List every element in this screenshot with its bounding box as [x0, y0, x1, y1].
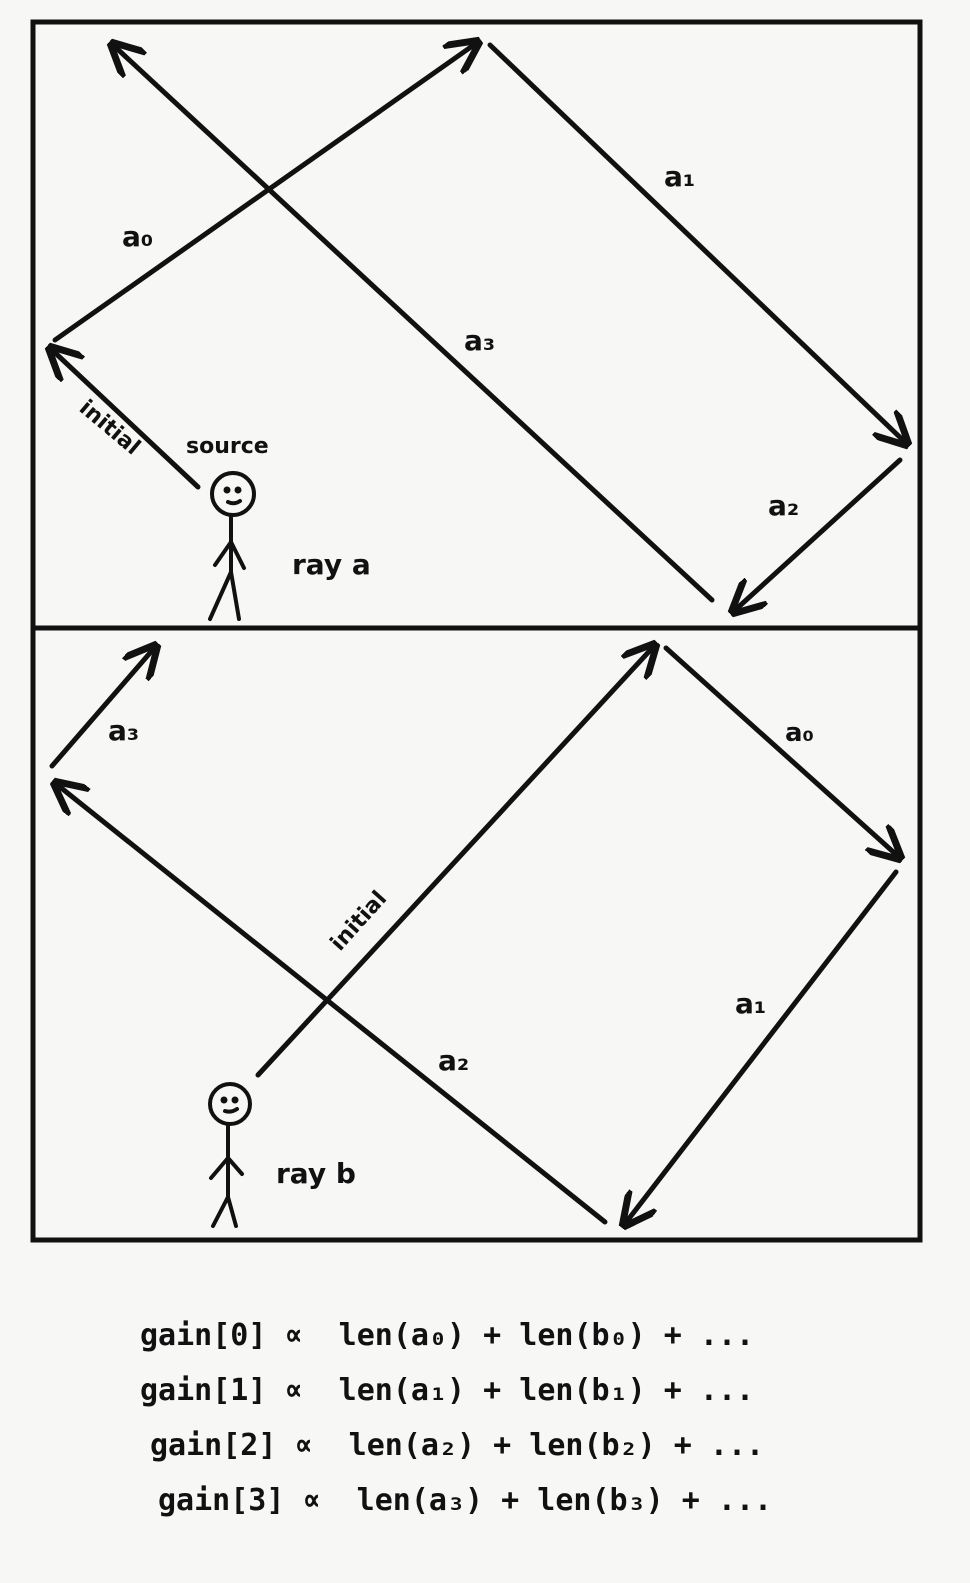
- label-a-source: source: [186, 434, 269, 459]
- ray-b-segment-a1: [624, 869, 899, 1225]
- label-a-a3: a₃: [464, 324, 495, 357]
- ray-b-segment-a0: [663, 645, 900, 858]
- ray-b-initial: [255, 645, 655, 1078]
- label-b-a1: a₁: [735, 987, 766, 1020]
- ray-a-segment-a2: [733, 457, 903, 612]
- ray-a-initial: [50, 348, 201, 490]
- label-b-a0: a₀: [785, 718, 814, 748]
- ray-a-segment-a0: [52, 42, 478, 343]
- label-a-a1: a₁: [664, 160, 695, 193]
- ray-a-segment-a3: [112, 44, 715, 603]
- label-b-a3: a₃: [108, 714, 139, 747]
- formula-gain-2: gain[2] ∝ len(a₂) + len(b₂) + ...: [150, 1428, 764, 1463]
- label-a-a2: a₂: [768, 489, 799, 522]
- formula-gain-3: gain[3] ∝ len(a₃) + len(b₃) + ...: [158, 1483, 772, 1518]
- label-b-initial: initial: [326, 886, 392, 956]
- ray-a-segment-a1: [487, 42, 907, 444]
- formula-gain-1: gain[1] ∝ len(a₁) + len(b₁) + ...: [140, 1373, 754, 1408]
- label-ray-a: ray a: [292, 548, 371, 581]
- label-ray-b: ray b: [276, 1157, 356, 1190]
- label-a-a0: a₀: [122, 220, 153, 253]
- ray-b-segment-a2: [55, 783, 608, 1225]
- source-figure-a: [208, 471, 256, 621]
- ray-b-segment-a3: [49, 646, 156, 769]
- source-figure-b: [208, 1082, 252, 1228]
- room-b-frame: [30, 625, 923, 1243]
- formula-gain-0: gain[0] ∝ len(a₀) + len(b₀) + ...: [140, 1318, 754, 1353]
- label-b-a2: a₂: [438, 1044, 469, 1077]
